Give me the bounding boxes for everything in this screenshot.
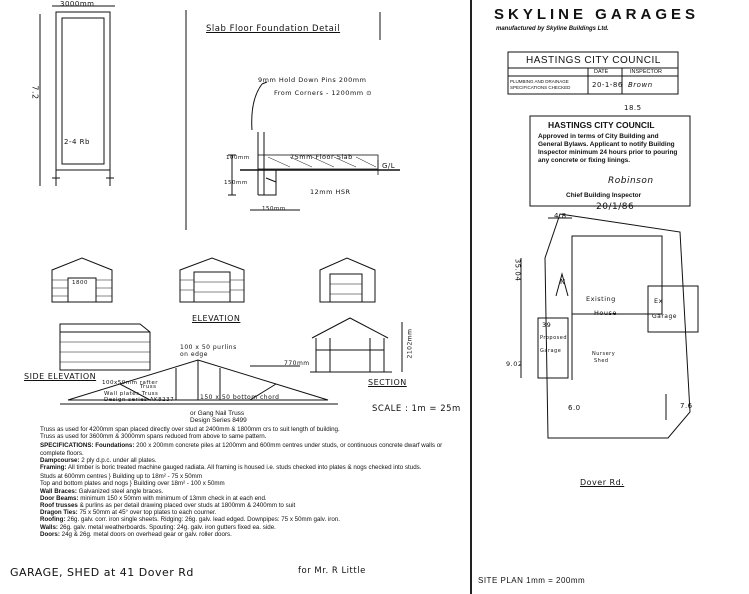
slab-hatching xyxy=(267,156,377,168)
plumbing-row-inspector: Brown xyxy=(628,81,653,89)
date-column-header: DATE xyxy=(594,69,609,75)
side-elevation-label: SIDE ELEVATION xyxy=(24,372,97,381)
section-label: SECTION xyxy=(368,378,407,387)
height-label: 2102mm xyxy=(406,328,414,359)
scale-label: SCALE : 1m = 25m xyxy=(372,404,461,414)
purlins-label: 100 x 50 purlins on edge xyxy=(180,344,237,358)
spec-item: Dragon Ties: 75 x 50mm at 45° over top p… xyxy=(40,509,217,517)
site-plan-scale-label: SITE PLAN 1mm = 200mm xyxy=(478,576,586,585)
spec-item: Walls: 26g. galv. metal weatherboards. S… xyxy=(40,523,276,531)
sheet-divider xyxy=(470,0,472,594)
proposed-number: 39 xyxy=(542,321,552,329)
gang-nail-label: or Gang Nail Truss xyxy=(190,410,245,417)
shed-label-1: Nursery xyxy=(592,351,616,357)
detail-title: Slab Floor Foundation Detail xyxy=(206,24,341,34)
spec-item: Door Beams: minimum 150 x 50mm with mini… xyxy=(40,494,267,502)
spec-item: Roofing: 26g. galv. corr. iron single sh… xyxy=(40,516,340,524)
side-elevation-and-section xyxy=(59,317,403,373)
site-dim-left: 9.02 xyxy=(506,360,523,368)
spec-item: Dampcourse: 2 ply d.p.c. under all plate… xyxy=(40,456,157,464)
client-name: for Mr. R Little xyxy=(298,566,366,576)
spec-item: SPECIFICATIONS: Foundations: 200 x 200mm… xyxy=(40,442,443,457)
span-label: 770mm xyxy=(284,360,310,367)
house-label-1: Existing xyxy=(586,295,616,303)
plan-view-outline xyxy=(39,5,115,186)
inspector-column-header: INSPECTOR xyxy=(630,69,662,75)
dim-150a: 150mm xyxy=(224,180,248,186)
ex-garage-label-1: Ex xyxy=(654,297,663,305)
site-plan-outline xyxy=(520,213,699,439)
pins-label: 9mm Hold Down Pins 200mm xyxy=(258,76,367,84)
dim-100: 100mm xyxy=(226,155,250,161)
specifications-block: Truss as used for 4200mm span placed dir… xyxy=(40,426,460,538)
corners-label: From Corners - 1200mm ⊙ xyxy=(274,89,373,97)
dim-150b: 150mm xyxy=(262,206,286,212)
design-series-label: Design Series 8499 xyxy=(190,417,247,424)
garage-front-elevations xyxy=(51,257,376,303)
stamp-number: 18.5 xyxy=(624,104,642,112)
site-dim-bottom: 6.0 xyxy=(568,404,581,412)
spec-item: Wall Braces: Galvanized steel angle brac… xyxy=(40,487,164,495)
spec-item: Roof trusses & purlins as per detail dra… xyxy=(40,502,296,510)
spec-intro-line: Truss as used for 4200mm span placed dir… xyxy=(40,426,340,433)
stamp-title: HASTINGS CITY COUNCIL xyxy=(548,120,655,130)
plan-stud-label: 2-4 Rb xyxy=(64,138,90,146)
plan-width-label: 3000mm xyxy=(60,0,95,8)
door-label: 1800 xyxy=(72,280,88,286)
truss-rafter-label: 100x50mm rafter xyxy=(102,380,158,386)
slab-label: 75mm Floor Slab xyxy=(290,153,353,161)
approval-stamp-border xyxy=(529,115,691,207)
rod-label: 12mm HSR xyxy=(310,188,351,196)
stamp-text: Approved in terms of City Building and G… xyxy=(538,133,678,164)
proposed-label-1: Proposed xyxy=(540,335,568,341)
council-table-title: HASTINGS CITY COUNCIL xyxy=(526,55,661,66)
brand-subtitle: manufactured by Skyline Buildings Ltd. xyxy=(496,26,609,32)
ex-garage-label-2: Garage xyxy=(652,313,677,320)
spec-item: Top and bottom plates and nogs } Buildin… xyxy=(40,480,225,488)
elevation-cladding xyxy=(52,279,362,363)
site-dim-side: 35.04 xyxy=(513,258,522,282)
road-label: Dover Rd. xyxy=(580,478,625,487)
plumbing-row-date: 20-1-86 xyxy=(592,81,623,89)
house-label-2: House xyxy=(594,309,617,317)
site-dim-top: 4.8 xyxy=(554,212,567,220)
stamp-role: Chief Building Inspector xyxy=(566,192,642,199)
drawing-title: GARAGE, SHED at 41 Dover Rd xyxy=(10,566,194,579)
elevation-label: ELEVATION xyxy=(192,314,241,323)
truss-upper-label: Truss xyxy=(140,384,157,390)
slab-detail-outline xyxy=(185,10,400,230)
site-dim-right: 7.6 xyxy=(680,402,693,410)
truss-series-label: Design series AK8237 xyxy=(104,397,175,403)
shed-label-2: Shed xyxy=(594,358,609,364)
spec-item: Doors: 24g & 26g. metal doors on overhea… xyxy=(40,530,232,538)
brand-title: SKYLINE GARAGES xyxy=(494,6,700,23)
spec-item: Framing: All timber is boric treated mac… xyxy=(40,464,422,472)
north-arrow xyxy=(555,272,569,297)
truss-chord-label: 150 x 50 bottom chord xyxy=(200,394,280,401)
spec-item: Studs at 600mm centres } Building up to … xyxy=(40,473,202,481)
plan-length-label: 7.2 xyxy=(30,85,40,100)
gl-label: G/L xyxy=(382,162,396,170)
stamp-date: 20/1/86 xyxy=(596,202,635,212)
council-table-lines xyxy=(507,51,679,95)
truss-diagram xyxy=(60,359,338,405)
north-label: N xyxy=(560,278,566,286)
spec-intro-line: Truss as used for 3600mm & 3000mm spans … xyxy=(40,433,267,441)
truss-lower-label: Wall plates Truss xyxy=(104,391,159,397)
plumbing-row-label: PLUMBING AND DRAINAGE SPECIFICATIONS CHE… xyxy=(510,79,571,90)
proposed-label-2: Garage xyxy=(540,348,562,354)
stamp-signature: Robinson xyxy=(608,176,654,186)
